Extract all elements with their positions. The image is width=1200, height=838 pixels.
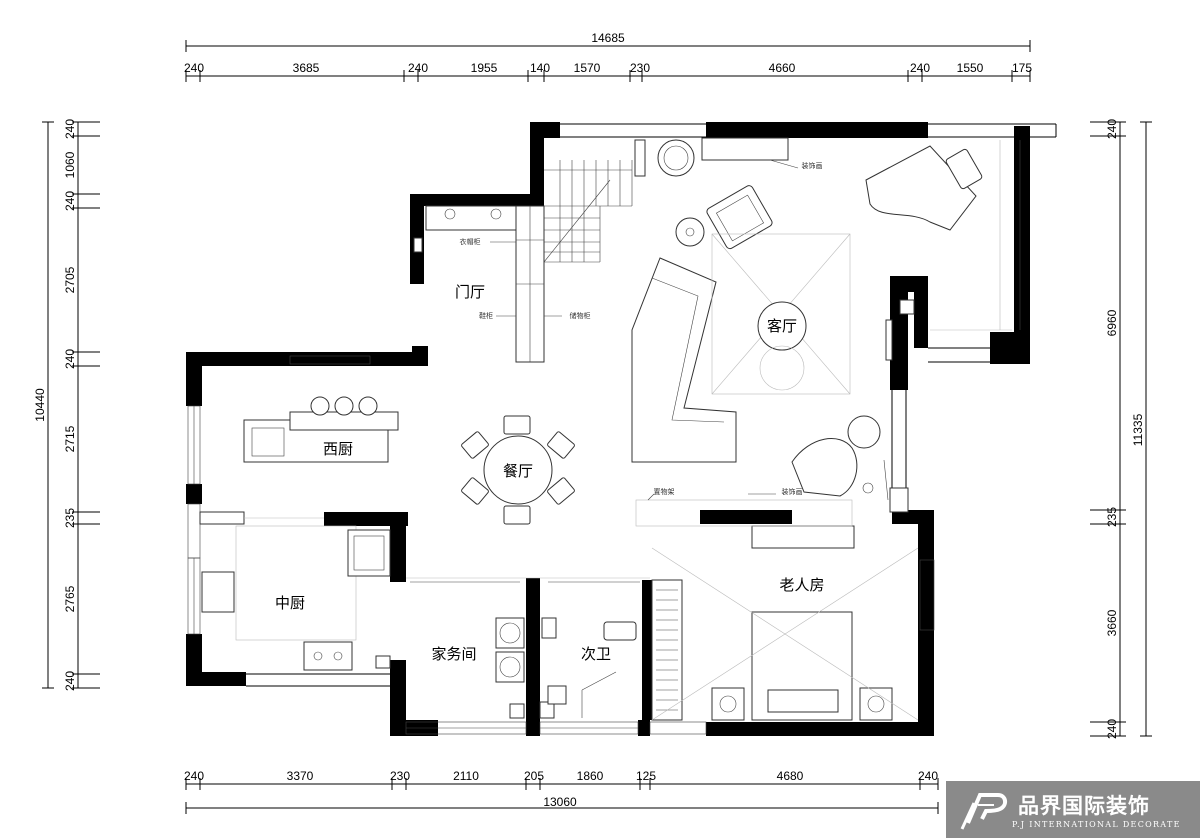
top-dim-seg-4: 1955 [471,61,498,75]
bottom-total-dim: 13060 [543,795,577,809]
bottom-dim-seg-9: 240 [918,769,938,783]
room-label-entrance: 门厅 [455,283,485,301]
left-dim-seg-6: 2715 [63,425,77,452]
storage-cabinet-note: 储物柜 [570,311,591,320]
left-dim-seg-9: 240 [63,671,77,691]
room-label-laundry: 家务间 [431,645,476,663]
company-name: 品界国际装饰 [1018,794,1150,818]
entrance-cabinets: 衣帽柜 鞋柜 储物柜 [413,205,591,363]
windows [187,140,1021,735]
right-dim-seg-3: 235 [1105,507,1119,527]
living-room-furniture: 装饰画 [631,137,1012,501]
left-dim-seg-5: 240 [63,349,77,369]
top-dim-seg-2: 3685 [293,61,320,75]
room-label-chinese-kitchen: 中厨 [275,594,305,612]
top-dim-seg-7: 230 [630,61,650,75]
right-dim-seg-5: 240 [1105,719,1119,739]
room-label-elder-bedroom: 老人房 [779,576,824,594]
right-dimensions: 240 6960 235 3660 240 11335 [1090,119,1152,739]
bottom-dim-seg-2: 3370 [287,769,314,783]
middle-kitchen-furniture [199,511,391,671]
bottom-dim-seg-3: 230 [390,769,410,783]
left-dim-seg-7: 235 [63,508,77,528]
room-label-dining: 餐厅 [503,462,533,480]
left-total-dim: 10440 [33,388,47,422]
shelf-note: 置物架 [654,487,675,496]
top-dimensions: 14685 240 3685 240 1955 140 1570 230 466… [184,31,1032,82]
coat-cabinet-note: 衣帽柜 [460,237,481,246]
right-dim-seg-2: 6960 [1105,309,1119,336]
left-dim-seg-8: 2765 [63,585,77,612]
laundry-bath-fixtures [406,577,650,719]
left-dim-seg-3: 240 [63,191,77,211]
bottom-dim-seg-1: 240 [184,769,204,783]
top-dim-seg-6: 1570 [574,61,601,75]
staircase [543,139,646,263]
top-dim-seg-3: 240 [408,61,428,75]
bedroom-furniture: 置物架 装饰画 [635,487,919,721]
top-dim-seg-5: 140 [530,61,550,75]
shoe-cabinet-note: 鞋柜 [479,311,493,320]
western-kitchen-furniture [243,396,399,463]
bottom-dimensions: 240 3370 230 2110 205 1860 125 4680 240 … [184,769,939,814]
room-label-living: 客厅 [767,317,797,335]
bottom-dim-seg-7: 125 [636,769,656,783]
top-total-dim: 14685 [591,31,625,45]
bottom-dim-seg-6: 1860 [577,769,604,783]
pj-logo-icon [960,793,1007,830]
top-dim-seg-10: 1550 [957,61,984,75]
decor-painting-top-note: 装饰画 [802,161,823,170]
room-label-bathroom: 次卫 [581,645,611,663]
room-labels: 门厅 客厅 餐厅 西厨 中厨 家务间 次卫 老人房 [275,283,825,663]
company-tagline: P.J INTERNATIONAL DECORATE [1012,820,1181,829]
top-dim-seg-8: 4660 [769,61,796,75]
left-dim-seg-4: 2705 [63,266,77,293]
left-dim-seg-1: 240 [63,119,77,139]
left-dimensions: 10440 240 1060 240 2705 240 2715 235 276… [33,119,100,691]
decor-painting-bottom-note: 装饰画 [782,487,803,496]
right-total-dim: 11335 [1131,413,1145,446]
bottom-dim-seg-5: 205 [524,769,544,783]
bottom-dim-seg-4: 2110 [453,769,479,783]
bottom-dim-seg-8: 4680 [777,769,804,783]
left-dim-seg-2: 1060 [63,151,77,178]
top-dim-seg-9: 240 [910,61,930,75]
top-dim-seg-11: 175 [1012,61,1032,75]
room-label-western-kitchen: 西厨 [323,440,353,458]
right-dim-seg-4: 3660 [1105,609,1119,636]
dining-furniture [461,415,575,525]
walls [186,122,1057,736]
top-dim-seg-1: 240 [184,61,204,75]
right-dim-seg-1: 240 [1105,119,1119,139]
